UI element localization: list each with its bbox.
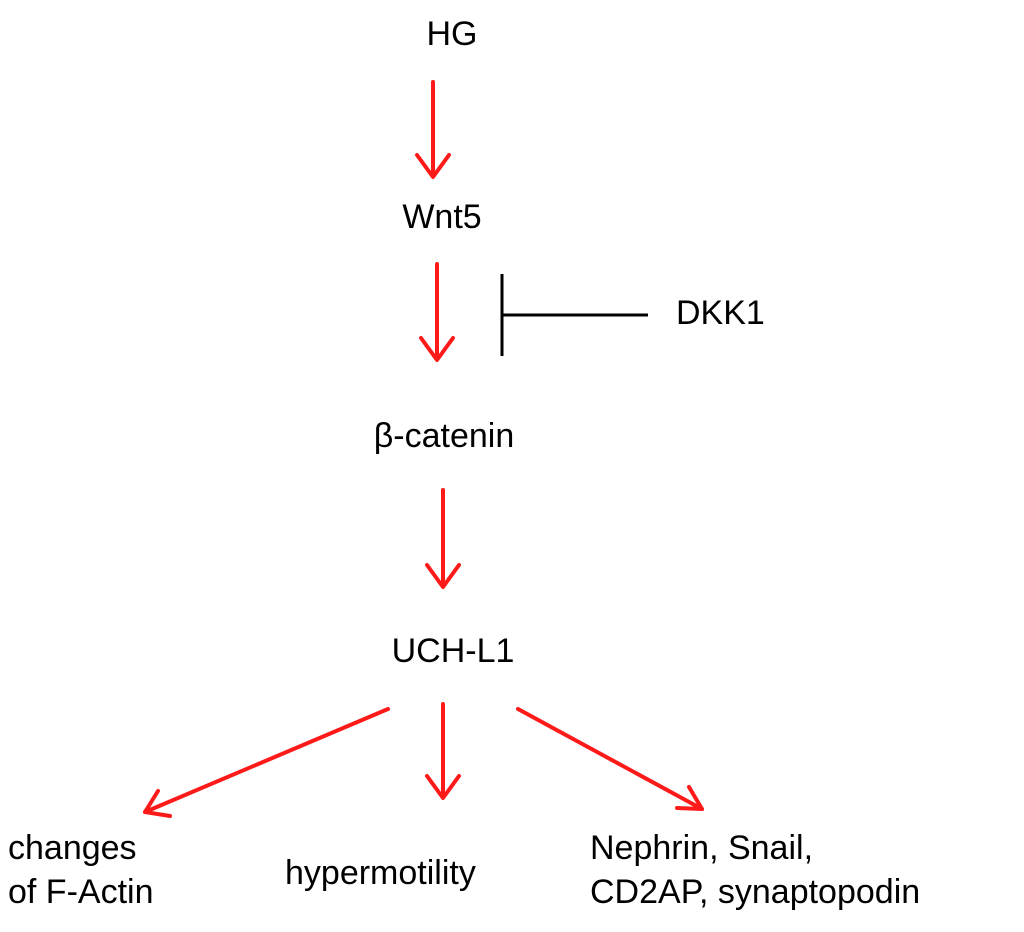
arrow-wnt5-to-beta-catenin bbox=[419, 262, 455, 362]
arrow-uchl1-to-factin bbox=[143, 707, 390, 818]
node-wnt5: Wnt5 bbox=[402, 198, 482, 236]
inhibition-dkk1 bbox=[500, 274, 648, 356]
node-nephrin-line1: Nephrin, Snail, bbox=[590, 829, 814, 867]
node-factin-line2: of F-Actin bbox=[8, 873, 154, 911]
node-uchl1: UCH-L1 bbox=[391, 632, 515, 670]
arrow-beta-catenin-to-uchl1 bbox=[425, 488, 461, 589]
node-hg: HG bbox=[426, 15, 478, 53]
node-beta-catenin: β-catenin bbox=[373, 417, 515, 455]
node-dkk1: DKK1 bbox=[676, 294, 765, 332]
node-hypermotility: hypermotility bbox=[285, 854, 476, 892]
node-nephrin: Nephrin, Snail, CD2AP, synaptopodin bbox=[590, 826, 920, 914]
arrow-uchl1-to-nephrin bbox=[516, 707, 704, 811]
arrow-uchl1-to-hypermotility bbox=[425, 702, 461, 800]
arrow-hg-to-wnt5 bbox=[415, 80, 451, 179]
node-factin: changes of F-Actin bbox=[8, 826, 153, 914]
node-nephrin-line2: CD2AP, synaptopodin bbox=[590, 873, 921, 911]
node-factin-line1: changes bbox=[8, 829, 137, 867]
